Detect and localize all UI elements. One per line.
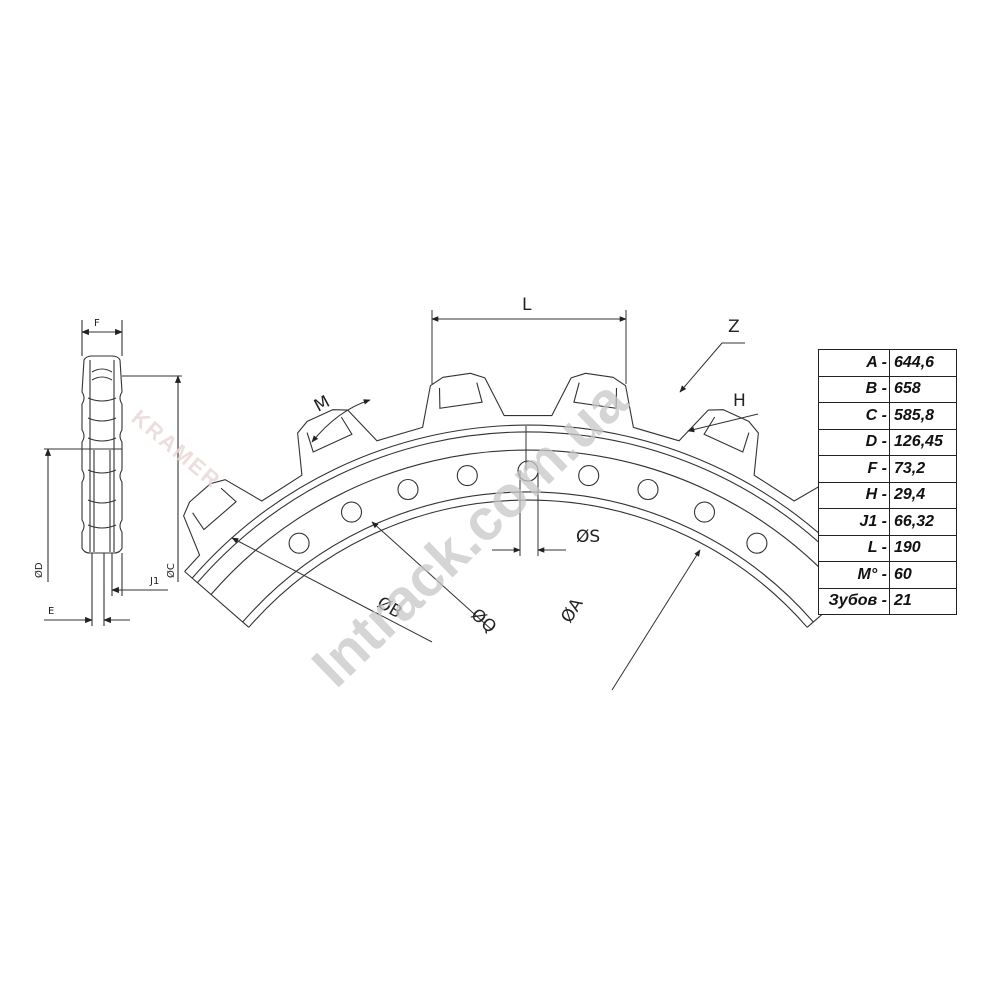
bolt-hole — [340, 501, 363, 523]
bolt-hole — [578, 465, 600, 487]
pitch-ring — [191, 424, 865, 579]
label-h: H — [733, 391, 746, 411]
spec-key: H - — [818, 481, 890, 509]
web-ring-inner — [242, 491, 814, 623]
spec-key: A - — [818, 349, 890, 377]
spec-row: M° -60 — [818, 561, 957, 589]
spec-key: D - — [818, 428, 890, 456]
bolt-hole — [397, 478, 419, 501]
tooth-contour — [703, 416, 750, 453]
bolt-hole — [637, 478, 659, 501]
bolt-hole — [288, 532, 310, 554]
spec-row: L -190 — [818, 534, 957, 562]
spec-value: 126,45 — [889, 428, 957, 456]
q-dim-line — [371, 521, 493, 631]
web-ring-outer — [210, 449, 846, 595]
spec-row: J1 -66,32 — [818, 508, 957, 536]
main-dimensions — [231, 310, 759, 691]
spec-value: 73,2 — [889, 455, 957, 483]
label-f: F — [94, 318, 100, 329]
spec-row: Зубов -21 — [818, 587, 957, 615]
label-z: Z — [728, 317, 740, 337]
spec-key: Зубов - — [818, 587, 890, 615]
spec-value: 29,4 — [889, 481, 957, 509]
spec-value: 658 — [889, 375, 957, 403]
z-leader — [679, 342, 723, 393]
bolt-hole — [693, 501, 716, 523]
b-dim-line — [231, 537, 433, 643]
spec-value: 66,32 — [889, 508, 957, 536]
spec-value: 644,6 — [889, 349, 957, 377]
bolt-hole — [456, 465, 478, 487]
tooth-contour — [438, 382, 483, 409]
spec-row: A -644,6 — [818, 349, 957, 377]
bolt-hole — [746, 532, 768, 554]
inner-ring — [248, 499, 808, 628]
label-q: ØQ — [467, 605, 500, 638]
label-d: ØD — [33, 562, 45, 578]
spec-row: D -126,45 — [818, 428, 957, 456]
spec-value: 21 — [889, 587, 957, 615]
side-tooth-contours — [87, 368, 117, 529]
h-leader — [687, 413, 759, 433]
spec-value: 190 — [889, 534, 957, 562]
side-view — [44, 320, 182, 626]
tooth-contour — [573, 382, 618, 409]
spec-row: B -658 — [818, 375, 957, 403]
tooth-contour — [306, 416, 353, 453]
spec-key: B - — [818, 375, 890, 403]
side-view-outline — [81, 355, 123, 554]
label-m: M — [311, 392, 333, 417]
label-e: E — [48, 606, 54, 617]
m-dim-arc — [311, 399, 371, 443]
spec-value: 585,8 — [889, 402, 957, 430]
spec-key: F - — [818, 455, 890, 483]
spec-key: C - — [818, 402, 890, 430]
segment-end-left — [184, 571, 250, 628]
label-s: ØS — [576, 527, 600, 547]
label-j1: J1 — [149, 576, 159, 587]
spec-key: M° - — [818, 561, 890, 589]
tooth-contour — [192, 487, 237, 531]
spec-value: 60 — [889, 561, 957, 589]
label-a: ØA — [557, 595, 587, 627]
label-l: L — [522, 295, 532, 315]
spec-row: H -29,4 — [818, 481, 957, 509]
a-dim-line — [611, 549, 701, 691]
rim-ring — [196, 431, 860, 583]
tooth-profile — [183, 372, 873, 572]
spec-key: J1 - — [818, 508, 890, 536]
spec-row: F -73,2 — [818, 455, 957, 483]
label-c: ØC — [165, 563, 177, 578]
spec-key: L - — [818, 534, 890, 562]
spec-row: C -585,8 — [818, 402, 957, 430]
brand-mark: KRAMER — [127, 405, 226, 494]
